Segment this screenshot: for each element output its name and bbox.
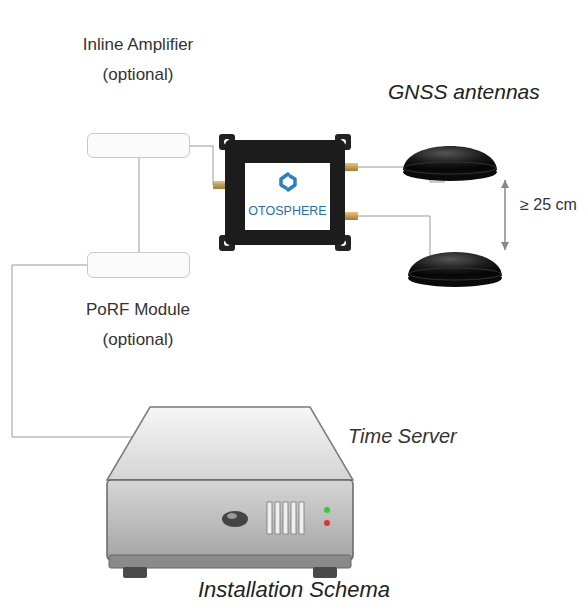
node-label: PoRF Module (optional): [73, 295, 203, 355]
device-box: OTOSPHERE: [225, 140, 345, 245]
group-label: GNSS antennas: [388, 78, 540, 106]
diagram-caption: Installation Schema: [0, 575, 588, 605]
connector-line: [139, 158, 140, 252]
device-screen: OTOSPHERE: [245, 163, 330, 230]
antenna-cable: [358, 167, 445, 258]
gnss-antenna: [403, 146, 497, 181]
amplifier-node: Inline Amplifier (optional): [73, 30, 203, 160]
server-illustration: [105, 405, 355, 583]
logo-holder: [276, 171, 300, 193]
time-server-node: Time Server: [105, 405, 495, 583]
brand-logo: [276, 171, 300, 193]
porf-box: [87, 252, 190, 278]
connector-line: [190, 146, 225, 185]
dimension-label: ≥ 25 cm: [520, 194, 577, 216]
dimension-arrow: [504, 180, 506, 250]
device-ears: [219, 134, 351, 251]
server-holder: [105, 405, 355, 583]
amplifier-box: [87, 133, 190, 158]
node-label: OTOSPHERE: [245, 203, 330, 219]
porf-node: PoRF Module (optional): [73, 252, 203, 362]
gnss-antenna: [408, 252, 502, 287]
node-label: Time Server: [348, 423, 457, 449]
node-label: Inline Amplifier (optional): [73, 30, 203, 90]
connector-line: [12, 265, 133, 437]
